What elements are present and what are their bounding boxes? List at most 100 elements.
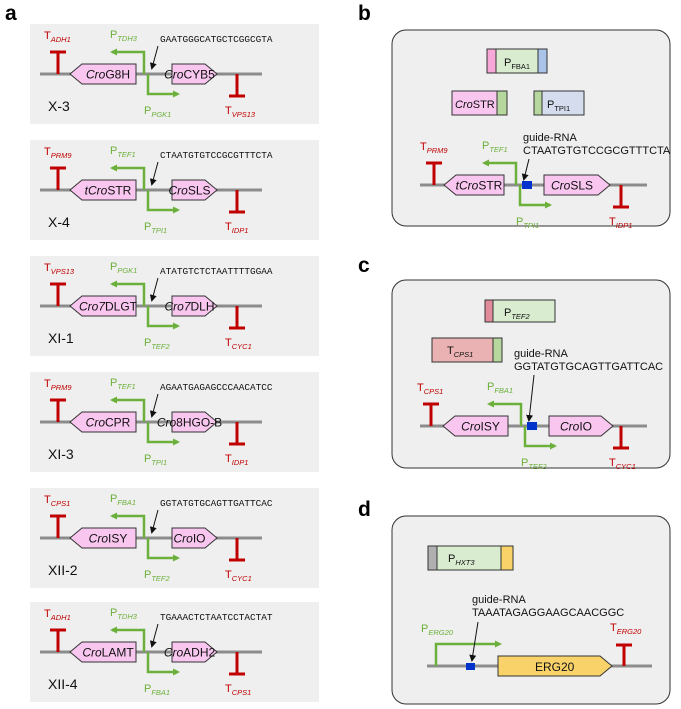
terminator-right-label: TVPS13 [225, 105, 256, 119]
panel-b: PFBA1 CroSTR PTPI1 guide-RNA CTAATGTGTCC… [391, 29, 671, 230]
part2-pre: Cro [455, 99, 473, 111]
gene-left [69, 411, 137, 433]
svg-text:CroSTR: CroSTR [455, 99, 495, 111]
gene-right [171, 641, 218, 663]
terminator-right-label: TIDP1 [225, 221, 248, 235]
d-part1-sub: HXT3 [455, 558, 475, 567]
promoter-up-arrow-icon [487, 400, 523, 426]
terminator-left-label: TCPS1 [417, 382, 443, 396]
panel-d-construct: PERG20 ERG20 TERG20 [421, 621, 652, 677]
construct-name: XI-1 [48, 330, 74, 346]
guide-seq-c: GGTATGTGCAGTTGATTCAC [514, 361, 663, 373]
terminator-left-label: TVPS13 [44, 262, 75, 276]
terminator-right-label: TCYC1 [225, 569, 252, 583]
gene-right [171, 527, 218, 549]
gene-left-label: CroISY [461, 420, 500, 434]
terminator-left-label: TPRM9 [44, 378, 72, 392]
promoter-up-arrow-icon [482, 159, 518, 185]
panel-letter-c: c [358, 254, 370, 277]
gene-left [69, 179, 137, 201]
promoter-down-label: PTEF2 [144, 569, 171, 583]
sgrna-sequence: TGAAACTCTAATCCTACTAT [160, 612, 273, 623]
gene-right-label: CroSLS [168, 184, 210, 198]
promoter-up-arrow-icon [110, 512, 146, 538]
guide-pointer-arrow-icon [526, 374, 535, 422]
gene-left-label: Cro7DLGT [79, 300, 138, 314]
promoter-up-arrow-icon [110, 626, 146, 652]
sgrna-sequence: CTAATGTGTCCGCGTTTCTA [160, 150, 273, 161]
sgrna-sequence: GAATGGGCATGCTCGGCGTA [160, 34, 273, 45]
guide-label-d: guide-RNA [472, 594, 526, 606]
promoter-up-arrow-icon [110, 48, 146, 74]
guide-pointer-arrow-icon [149, 45, 159, 70]
terminator-left-label: TPRM9 [420, 141, 448, 155]
promoter-down-arrow-icon [518, 185, 552, 209]
part-t-cps1: TCPS1 [431, 337, 503, 363]
gene-right-label: Cro7DLH [164, 300, 214, 314]
terminator-left-label: TCPS1 [44, 494, 70, 508]
sgrna-sequence: ATATGTCTCTAATTTTGGAA [160, 266, 273, 277]
guide-pointer-arrow-icon [149, 393, 159, 418]
d-part1-pre: P [448, 553, 455, 565]
c-part1-sub: TEF2 [511, 312, 530, 321]
part3-sub: TPI1 [554, 104, 570, 113]
gene-left [442, 415, 509, 437]
construct-name: XII-4 [48, 676, 78, 692]
terminator-right-label: TCYC1 [609, 457, 636, 471]
terminator-left-label: TADH1 [44, 30, 71, 44]
gene-right-label: Cro8HGO-B [157, 416, 222, 430]
gene-left [69, 295, 137, 317]
promoter-up-label: PFBA1 [487, 381, 513, 395]
construct-name: X-3 [48, 98, 70, 114]
gene-left-label: tCroSTR [456, 179, 503, 193]
promoter-down-arrow-icon [523, 426, 557, 450]
panel-c: PTEF2 TCPS1 guide-RNA GGTATGTGCAGTTGATTC… [391, 279, 671, 471]
gene-left-label: CroG8H [86, 68, 130, 82]
terminator-right-label: TCPS1 [225, 683, 251, 697]
panel-letter-d: d [358, 498, 371, 521]
construct-name: XI-3 [48, 446, 74, 462]
gene-left [69, 641, 137, 663]
terminator-label-d: TERG20 [610, 622, 642, 636]
promoter-down-arrow-icon [146, 74, 180, 98]
gene-right [171, 179, 218, 201]
guide-pointer-arrow-icon [149, 161, 159, 186]
gene-right-label: CroADH2 [164, 646, 216, 660]
part2-main: STR [473, 99, 495, 111]
terminator-right-label: TIDP1 [609, 216, 632, 230]
c-part1-pre: P [504, 307, 511, 319]
promoter-up-arrow-icon [110, 164, 146, 190]
guide-site-icon [466, 663, 475, 670]
promoter-up-arrow-icon [110, 396, 146, 422]
guide-label-b: guide-RNA [523, 132, 577, 144]
gene-right-label: CroSLS [551, 179, 593, 193]
promoter-up-arrow-icon [110, 280, 146, 306]
panel-letter-b: b [358, 2, 371, 25]
promoter-up-label: PPGK1 [110, 261, 137, 275]
promoter-up-label: PTEF1 [110, 377, 136, 391]
promoter-down-arrow-icon [146, 190, 180, 214]
promoter-up-label: PTDH3 [110, 607, 138, 621]
construct-name: XII-2 [48, 562, 78, 578]
promoter-down-label: PTPI1 [516, 216, 539, 230]
svg-text:TCPS1: TCPS1 [447, 345, 473, 359]
gene-left [443, 174, 505, 196]
terminator-right-label: TCYC1 [225, 337, 252, 351]
promoter-down-label: PFBA1 [144, 683, 170, 697]
c-part2-pre: T [447, 345, 454, 357]
promoter-down-label: PPGK1 [144, 105, 171, 119]
part1-sub: FBA1 [511, 62, 530, 71]
guide-site-icon [527, 422, 537, 430]
gene-left [69, 63, 137, 85]
gene-right-label: CroIO [173, 532, 205, 546]
sgrna-sequence: AGAATGAGAGCCCAACATCC [160, 382, 273, 393]
